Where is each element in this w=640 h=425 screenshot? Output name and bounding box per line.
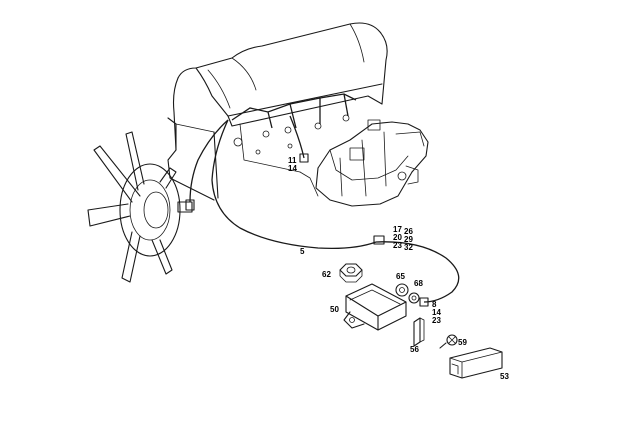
callout-32: 32 [404,243,413,252]
nut-part-62 [339,263,363,283]
callout-68: 68 [414,279,423,288]
callout-20: 20 [393,233,402,242]
callout-56: 56 [410,345,419,354]
callout-5: 5 [300,247,305,256]
callout-53: 53 [500,372,509,381]
grommet-part-68 [408,292,420,304]
washer-part-65 [395,283,409,297]
callout-14-lower: 14 [432,308,441,317]
callout-14: 14 [288,164,297,173]
cooling-fan [87,131,193,283]
callout-29: 29 [404,235,413,244]
wiring-harness [185,93,460,307]
callout-50: 50 [330,305,339,314]
injection-pump [315,119,429,207]
callout-26: 26 [404,227,413,236]
bracket-part-56 [413,317,425,347]
callout-8: 8 [432,300,437,309]
callout-11: 11 [288,156,297,165]
callout-23: 23 [393,241,402,250]
relay-box-part-50 [343,283,407,331]
callout-17: 17 [393,225,402,234]
screw-part-59 [439,334,458,349]
callout-62: 62 [322,270,331,279]
callout-23-lower: 23 [432,316,441,325]
callout-59: 59 [458,338,467,347]
callout-labels: 11 14 17 26 20 29 23 32 5 62 65 68 8 14 … [288,156,509,381]
cover-part-53 [449,347,503,379]
engine-block [167,22,388,201]
callout-65: 65 [396,272,405,281]
